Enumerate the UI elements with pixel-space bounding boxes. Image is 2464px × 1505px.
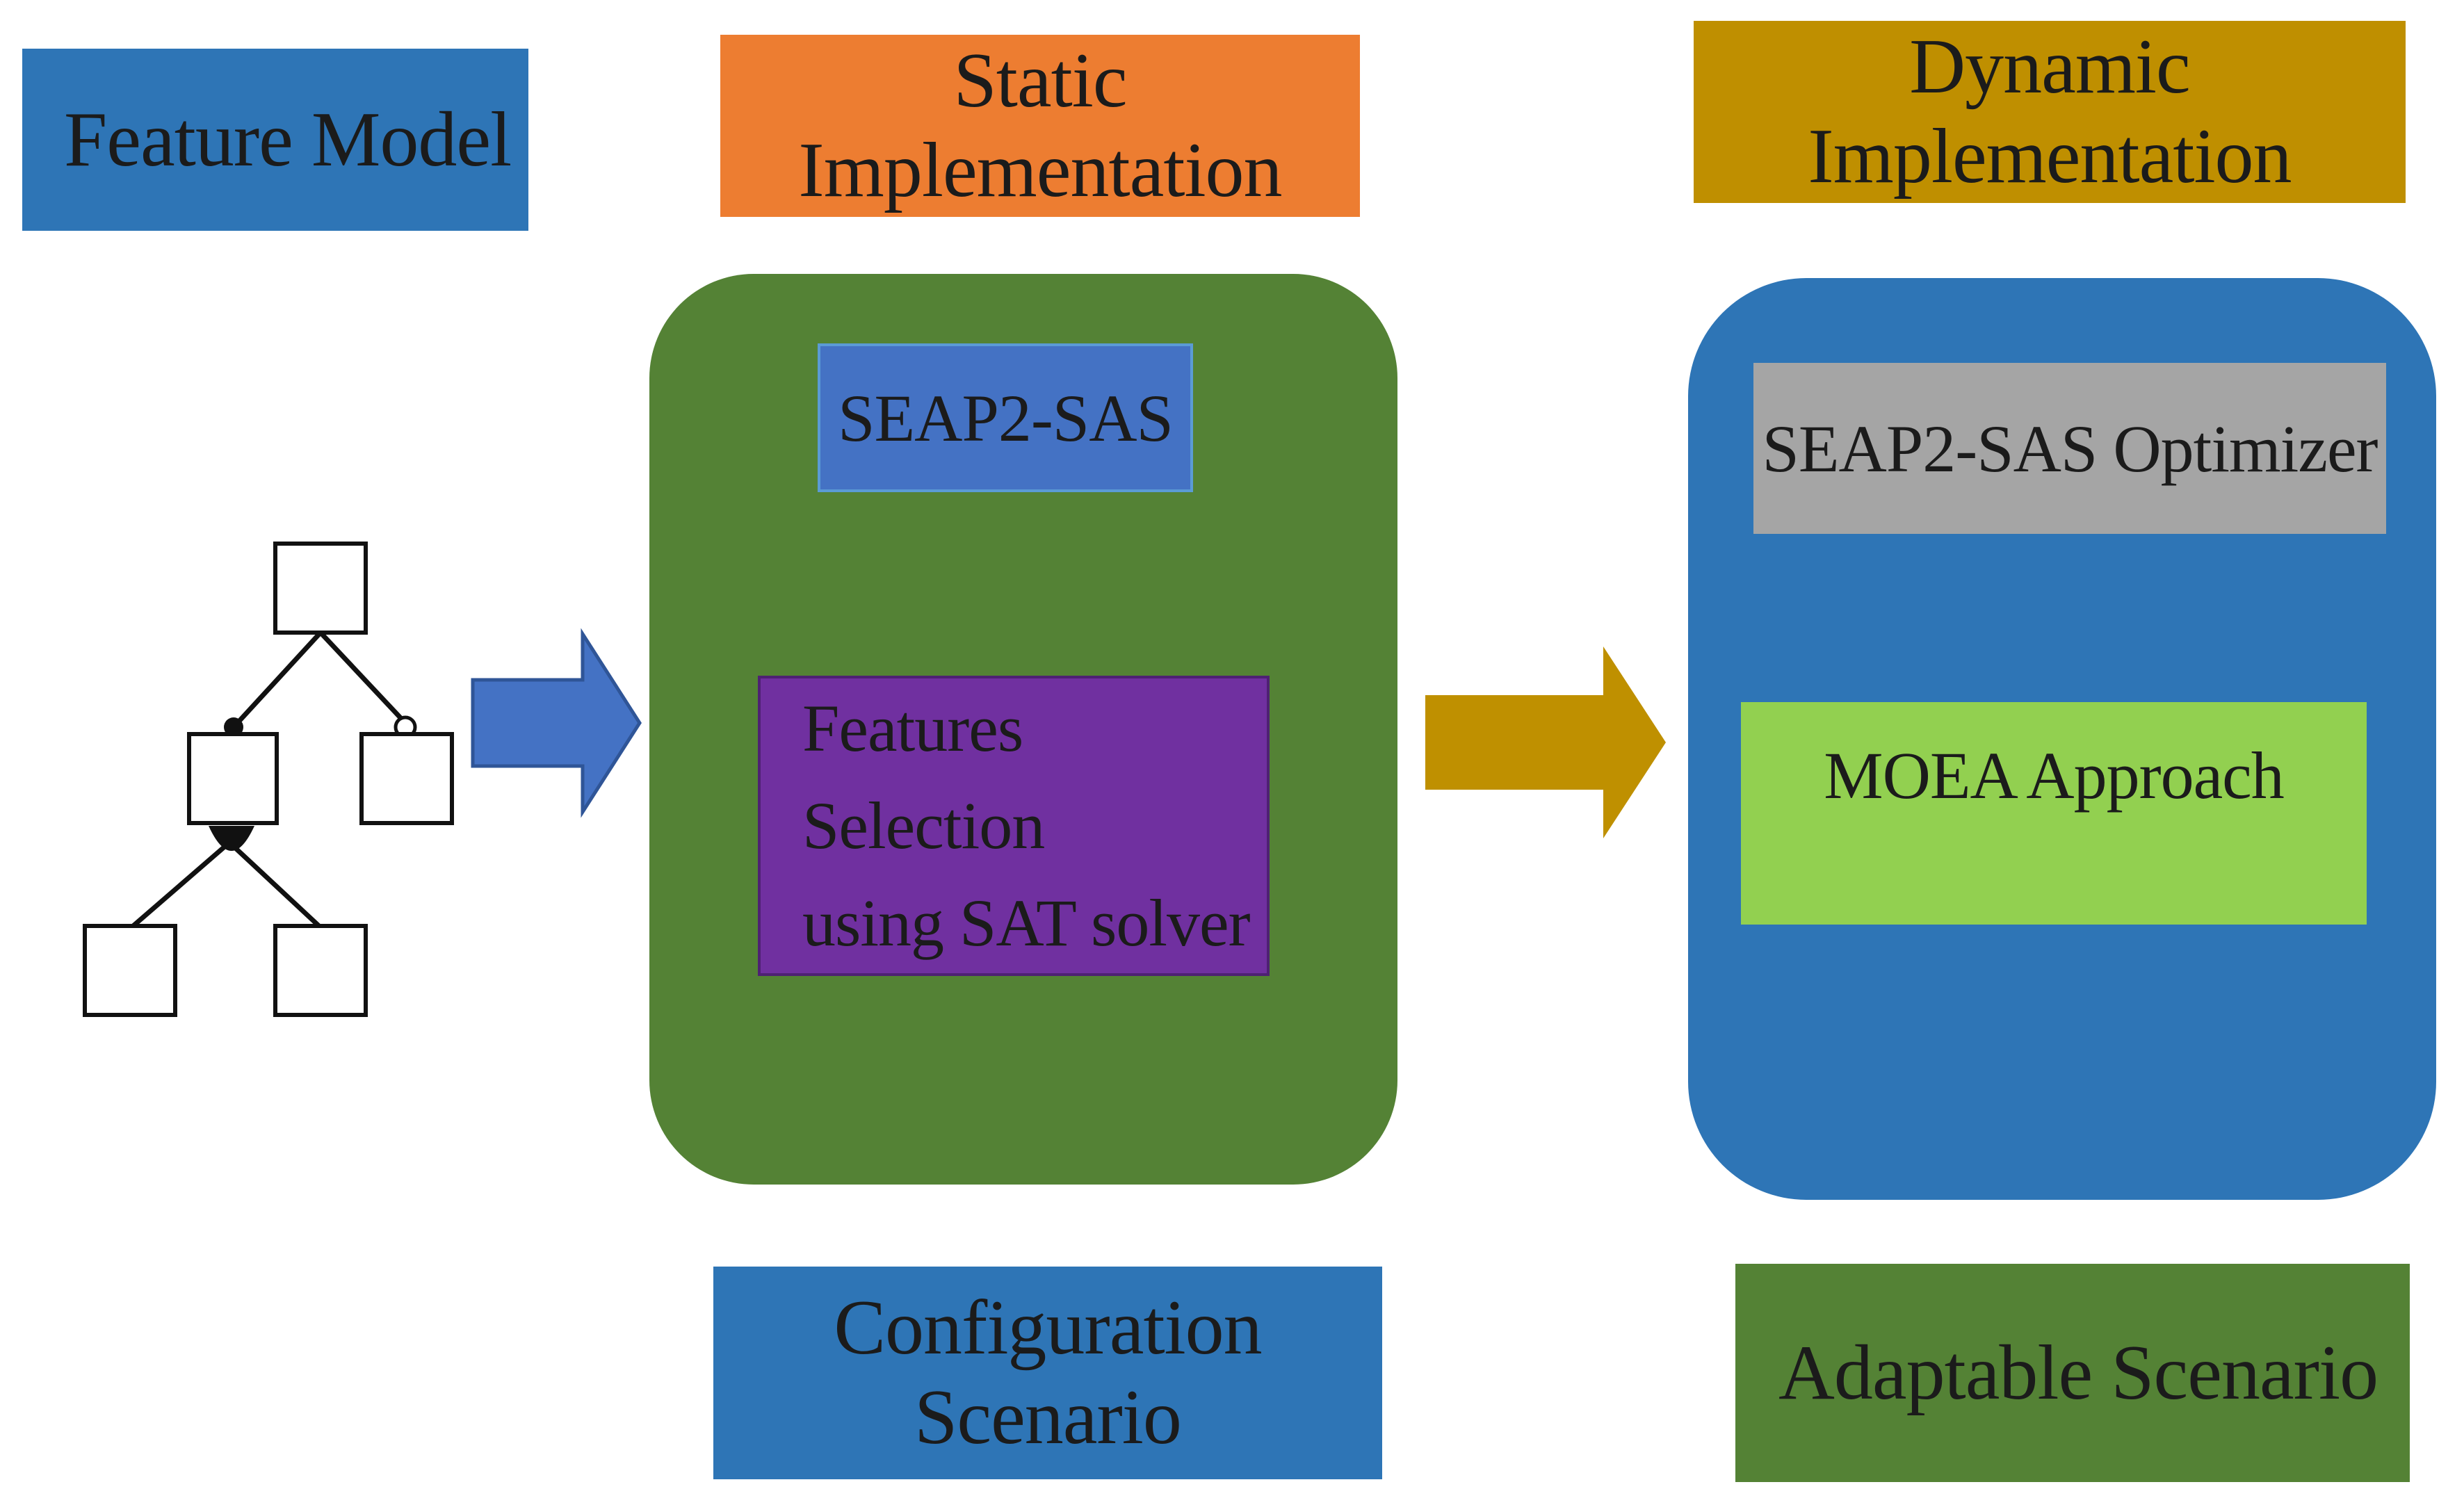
configuration-scenario-label: Configuration Scenario	[713, 1267, 1382, 1479]
static-implementation-text: Static Implementation	[798, 38, 1282, 213]
root-node	[273, 542, 368, 635]
moea-approach-text: MOEA Approach	[1824, 738, 2285, 813]
features-selection-line2: using SAT solver	[802, 886, 1251, 960]
arrow-to-dynamic-icon	[1425, 646, 1666, 838]
seap2-sas-text: SEAP2-SAS	[838, 380, 1174, 455]
configuration-scenario-text: Configuration Scenario	[834, 1285, 1262, 1461]
features-selection-line1: Features Selection	[802, 691, 1045, 863]
alternative-arc-icon	[209, 826, 254, 851]
dynamic-implementation-label: Dynamic Implementation	[1694, 21, 2406, 203]
feature-model-label: Feature Model	[22, 49, 528, 231]
leaf-node-right	[273, 924, 368, 1017]
dynamic-implementation-text: Dynamic Implementation	[1808, 24, 2292, 200]
seap2-sas-optimizer-box: SEAP2-SAS Optimizer	[1753, 363, 2386, 534]
adaptable-scenario-text: Adaptable Scenario	[1778, 1329, 2378, 1416]
features-selection-text: Features Selection using SAT solver	[802, 680, 1267, 972]
seap2-sas-box: SEAP2-SAS	[818, 343, 1193, 492]
child-node-right	[359, 732, 454, 825]
arrow-to-static-icon	[471, 628, 642, 818]
adaptable-scenario-label: Adaptable Scenario	[1735, 1264, 2410, 1482]
child-node-left	[187, 732, 279, 825]
static-implementation-label: Static Implementation	[720, 35, 1360, 217]
feature-model-text: Feature Model	[64, 96, 512, 183]
seap2-sas-optimizer-text: SEAP2-SAS Optimizer	[1762, 411, 2378, 486]
moea-approach-box: MOEA Approach	[1741, 702, 2367, 925]
leaf-node-left	[83, 924, 177, 1017]
features-selection-box: Features Selection using SAT solver	[758, 676, 1270, 976]
